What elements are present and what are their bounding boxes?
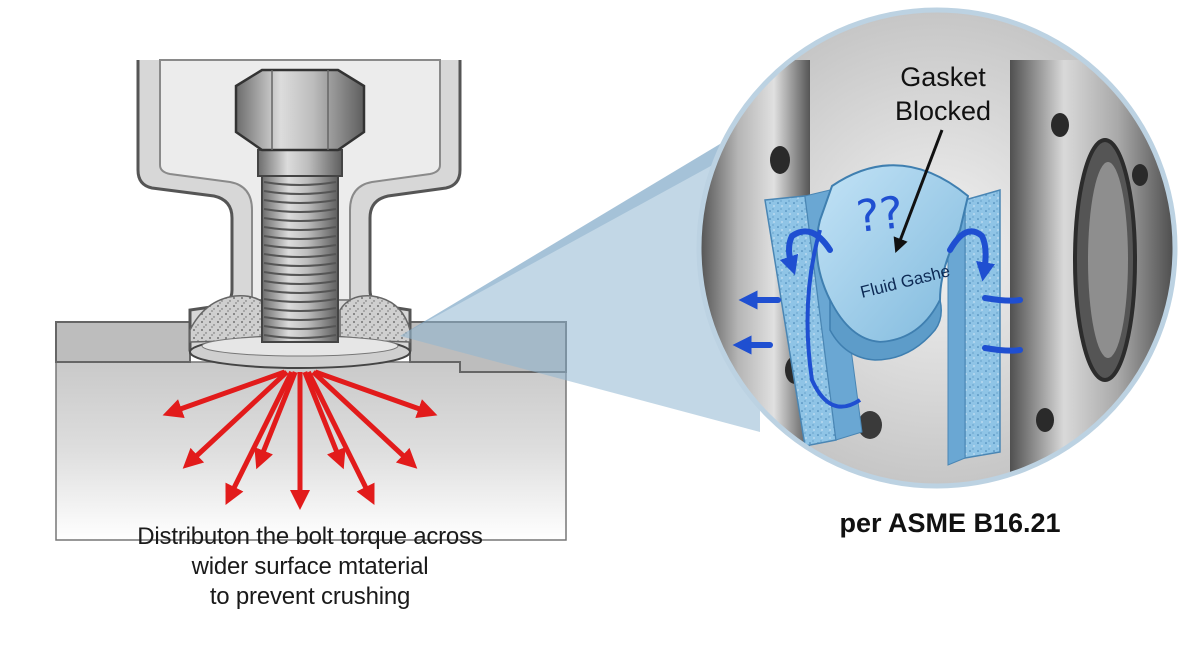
question-marks: ?? <box>854 187 906 243</box>
force-arrow <box>314 369 438 419</box>
flange-face <box>55 321 191 363</box>
flow-arrows <box>732 228 1023 355</box>
magnifier-ring <box>696 7 1178 489</box>
caption-line-2: wider surface mtaterial <box>191 553 429 580</box>
gasket-material-right <box>339 295 411 343</box>
callout-line-2: Blocked <box>894 96 992 126</box>
force-arrow <box>182 370 289 469</box>
callout-line-1: Gasket <box>900 62 986 92</box>
bolt-cross-section <box>55 59 567 541</box>
force-arrows <box>162 369 438 510</box>
bolt-torque-caption: Distributon the bolt torque across wider… <box>60 522 560 612</box>
gasket-material-left <box>189 295 271 343</box>
force-arrow <box>162 369 286 419</box>
force-arrow <box>254 371 298 470</box>
bolt-hex-head <box>234 68 366 152</box>
force-arrow <box>306 370 375 505</box>
callout-beam <box>400 120 760 432</box>
callout-pointer <box>893 129 944 254</box>
bolt-threads <box>263 181 337 339</box>
force-arrow <box>225 370 294 505</box>
caption-line-1: Distributon the bolt torque across <box>137 523 483 550</box>
gasket-blocked-callout: Gasket Blocked <box>858 60 1028 128</box>
standard-reference: per ASME B16.21 <box>839 508 1061 538</box>
force-arrow <box>302 371 346 470</box>
caption-line-3: to prevent crushing <box>209 583 411 610</box>
force-arrow <box>311 370 418 469</box>
